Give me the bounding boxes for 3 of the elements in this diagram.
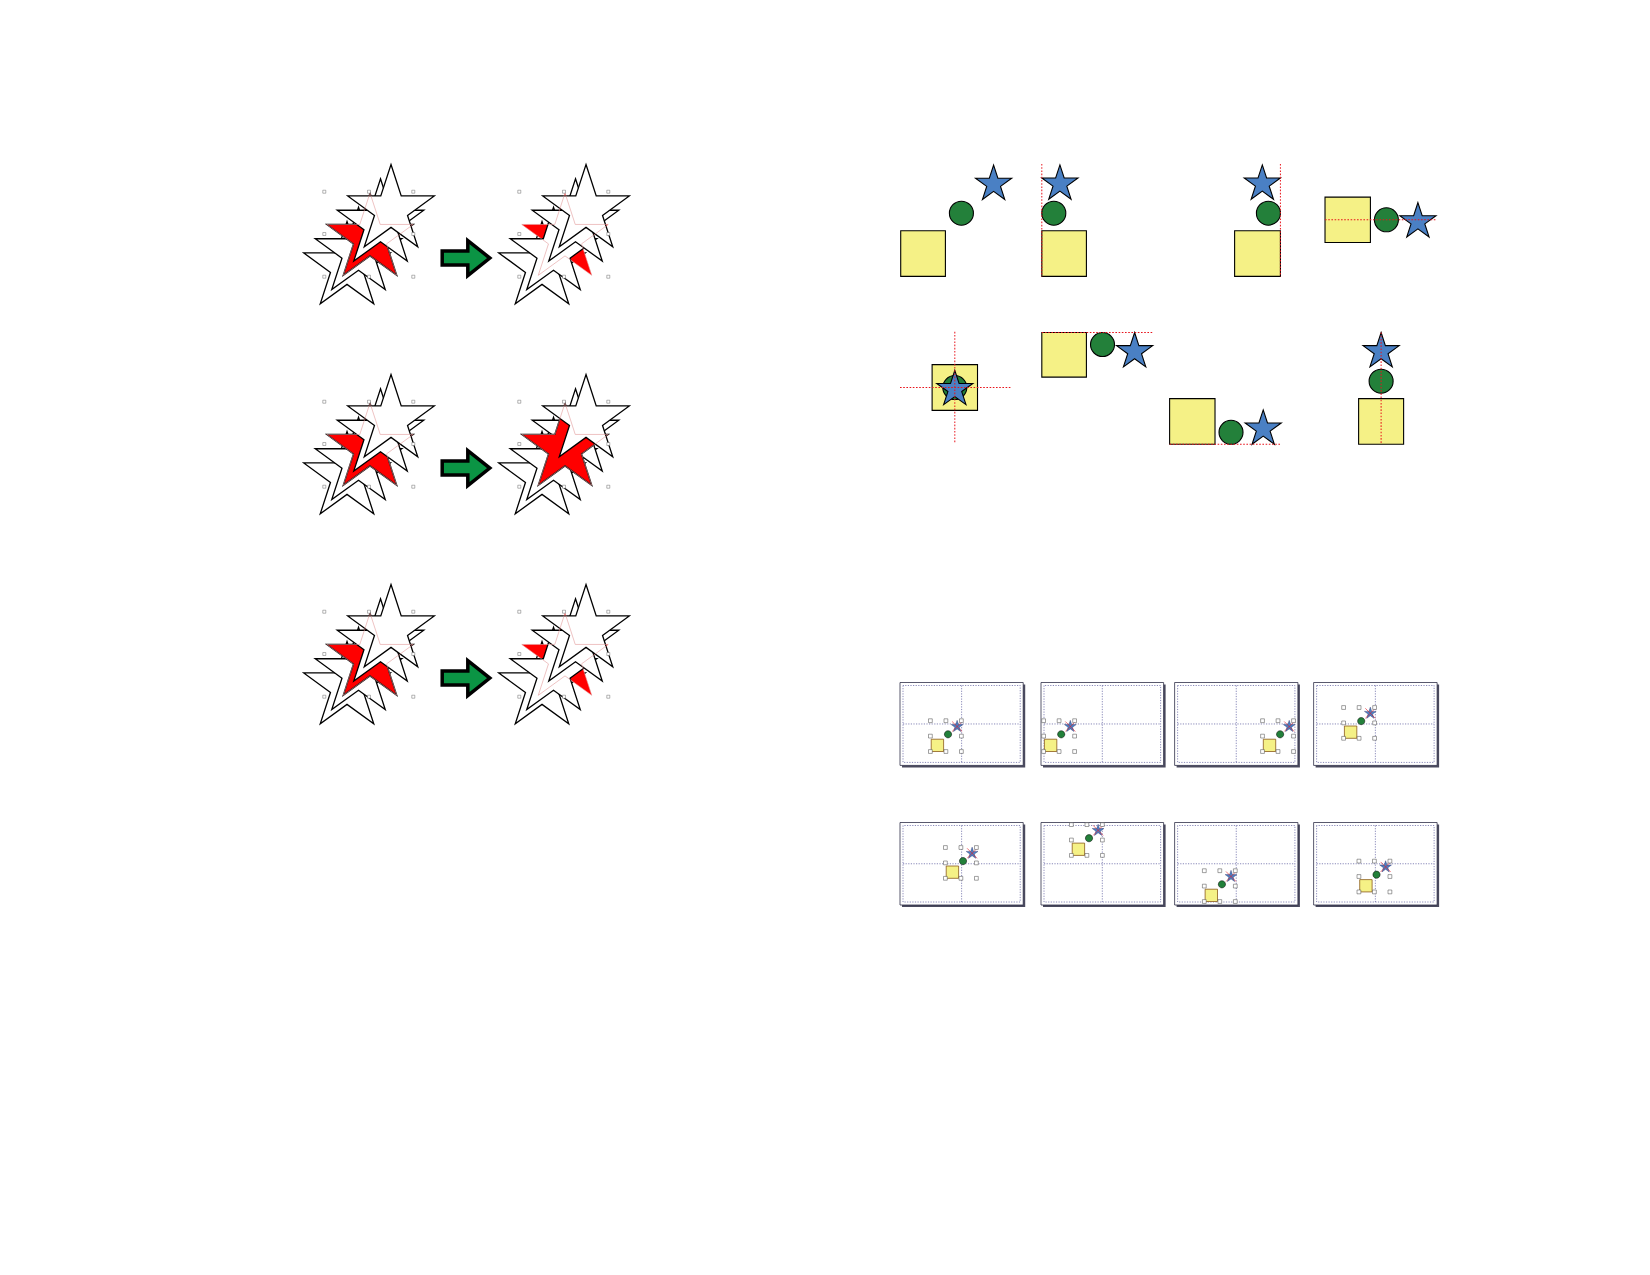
block-arrow [440, 656, 493, 700]
block-arrow [440, 446, 493, 490]
block-arrow [440, 236, 493, 280]
